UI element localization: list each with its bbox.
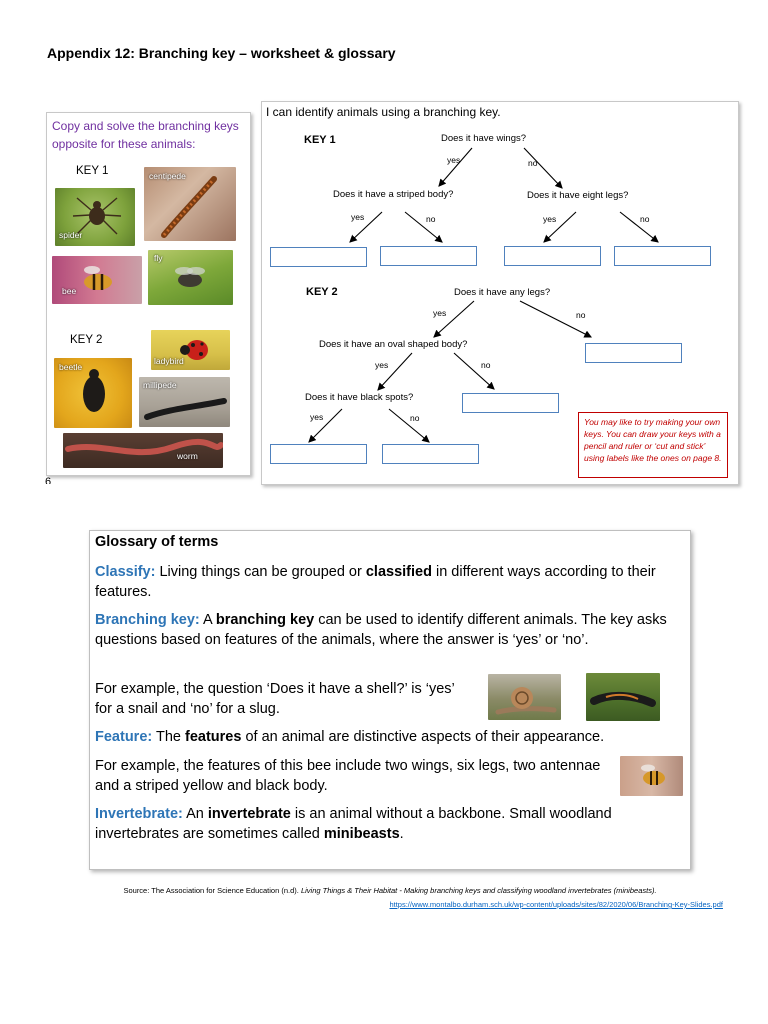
no-label: no bbox=[426, 214, 435, 224]
millipede-label: millipede bbox=[143, 380, 177, 390]
key2-question-legs: Does it have any legs? bbox=[454, 287, 550, 298]
worm-photo: worm bbox=[63, 433, 223, 468]
yes-label: yes bbox=[375, 360, 388, 370]
key1-answer-box-1[interactable] bbox=[270, 247, 367, 267]
no-label: no bbox=[481, 360, 490, 370]
tip-note: You may like to try making your own keys… bbox=[578, 412, 728, 478]
key2-question-oval: Does it have an oval shaped body? bbox=[319, 339, 467, 350]
key1-question-wings: Does it have wings? bbox=[441, 133, 526, 144]
bold-term: branching key bbox=[216, 612, 314, 628]
branching-key-panel: I can identify animals using a branching… bbox=[261, 101, 739, 485]
spider-label: spider bbox=[59, 230, 82, 240]
term-branching-key: Branching key: bbox=[95, 612, 200, 628]
bee-icon bbox=[52, 256, 142, 304]
source-citation: Source: The Association for Science Educ… bbox=[52, 886, 728, 895]
key2-heading: KEY 2 bbox=[306, 286, 338, 298]
animal-cards-panel: Copy and solve the branching keys opposi… bbox=[46, 112, 251, 476]
fly-photo: fly bbox=[148, 250, 233, 305]
definition-text: The bbox=[152, 729, 185, 745]
spider-photo: spider bbox=[55, 188, 135, 246]
term-invertebrate: Invertebrate: bbox=[95, 806, 183, 822]
key2-answer-box-spots-yes[interactable] bbox=[270, 444, 367, 464]
slug-photo bbox=[586, 673, 660, 721]
citation-title: Living Things & Their Habitat - Making b… bbox=[301, 886, 657, 895]
millipede-photo: millipede bbox=[139, 377, 230, 427]
ladybird-photo: ladybird bbox=[151, 330, 230, 370]
key2-question-spots: Does it have black spots? bbox=[305, 392, 413, 403]
key2-answer-box-not-oval[interactable] bbox=[462, 393, 559, 413]
worm-icon bbox=[63, 433, 223, 468]
key1-heading: KEY 1 bbox=[304, 134, 336, 146]
page-number: 6 bbox=[45, 476, 51, 484]
citation-text: Source: The Association for Science Educ… bbox=[123, 886, 300, 895]
yes-label: yes bbox=[543, 214, 556, 224]
bee-photo bbox=[620, 756, 683, 796]
snail-icon bbox=[488, 674, 561, 720]
source-link[interactable]: https://www.montalbo.durham.sch.uk/wp-co… bbox=[0, 900, 723, 909]
key2-answer-box-no-legs[interactable] bbox=[585, 343, 682, 363]
yes-label: yes bbox=[351, 212, 364, 222]
key2-label: KEY 2 bbox=[70, 334, 102, 346]
yes-label: yes bbox=[447, 155, 460, 165]
key1-answer-box-2[interactable] bbox=[380, 246, 477, 266]
key1-question-striped: Does it have a striped body? bbox=[333, 189, 453, 200]
definition-text: Living things can be grouped or bbox=[155, 564, 365, 580]
bold-term: invertebrate bbox=[208, 806, 291, 822]
definition-text: A bbox=[200, 612, 216, 628]
bee-photo: bee bbox=[52, 256, 142, 304]
glossary-classify: Classify: Living things can be grouped o… bbox=[95, 562, 685, 602]
panel-title: I can identify animals using a branching… bbox=[266, 105, 501, 119]
centipede-label: centipede bbox=[149, 171, 186, 181]
ladybird-label: ladybird bbox=[154, 356, 184, 366]
glossary-panel: Glossary of terms Classify: Living thing… bbox=[89, 530, 691, 870]
key1-question-eight-legs: Does it have eight legs? bbox=[527, 190, 628, 201]
key1-answer-box-4[interactable] bbox=[614, 246, 711, 266]
key2-answer-box-spots-no[interactable] bbox=[382, 444, 479, 464]
term-classify: Classify: bbox=[95, 564, 155, 580]
definition-text: of an animal are distinctive aspects of … bbox=[241, 729, 604, 745]
glossary-example-bee: For example, the features of this bee in… bbox=[95, 756, 617, 796]
slug-icon bbox=[586, 673, 660, 721]
glossary-branching-key: Branching key: A branching key can be us… bbox=[95, 610, 685, 650]
panel-instructions: Copy and solve the branching keys opposi… bbox=[52, 117, 242, 153]
key1-answer-box-3[interactable] bbox=[504, 246, 601, 266]
yes-label: yes bbox=[310, 412, 323, 422]
term-feature: Feature: bbox=[95, 729, 152, 745]
no-label: no bbox=[640, 214, 649, 224]
bold-term: classified bbox=[366, 564, 432, 580]
bee-label: bee bbox=[62, 286, 76, 296]
snail-photo bbox=[488, 674, 561, 720]
beetle-label: beetle bbox=[59, 362, 82, 372]
yes-label: yes bbox=[433, 308, 446, 318]
page-heading: Appendix 12: Branching key – worksheet &… bbox=[47, 45, 396, 61]
bee-icon bbox=[620, 756, 683, 796]
no-label: no bbox=[576, 310, 585, 320]
no-label: no bbox=[528, 158, 537, 168]
glossary-example-shell: For example, the question ‘Does it have … bbox=[95, 679, 465, 719]
glossary-feature: Feature: The features of an animal are d… bbox=[95, 727, 685, 747]
fly-label: fly bbox=[154, 253, 163, 263]
bold-term: features bbox=[185, 729, 241, 745]
glossary-invertebrate: Invertebrate: An invertebrate is an anim… bbox=[95, 804, 685, 844]
bold-term: minibeasts bbox=[324, 826, 400, 842]
beetle-photo: beetle bbox=[54, 358, 132, 428]
no-label: no bbox=[410, 413, 419, 423]
key1-label: KEY 1 bbox=[76, 165, 108, 177]
worm-label: worm bbox=[177, 451, 198, 461]
definition-text: An bbox=[183, 806, 208, 822]
glossary-title: Glossary of terms bbox=[95, 534, 218, 550]
definition-text: . bbox=[400, 826, 404, 842]
centipede-photo: centipede bbox=[144, 167, 236, 241]
